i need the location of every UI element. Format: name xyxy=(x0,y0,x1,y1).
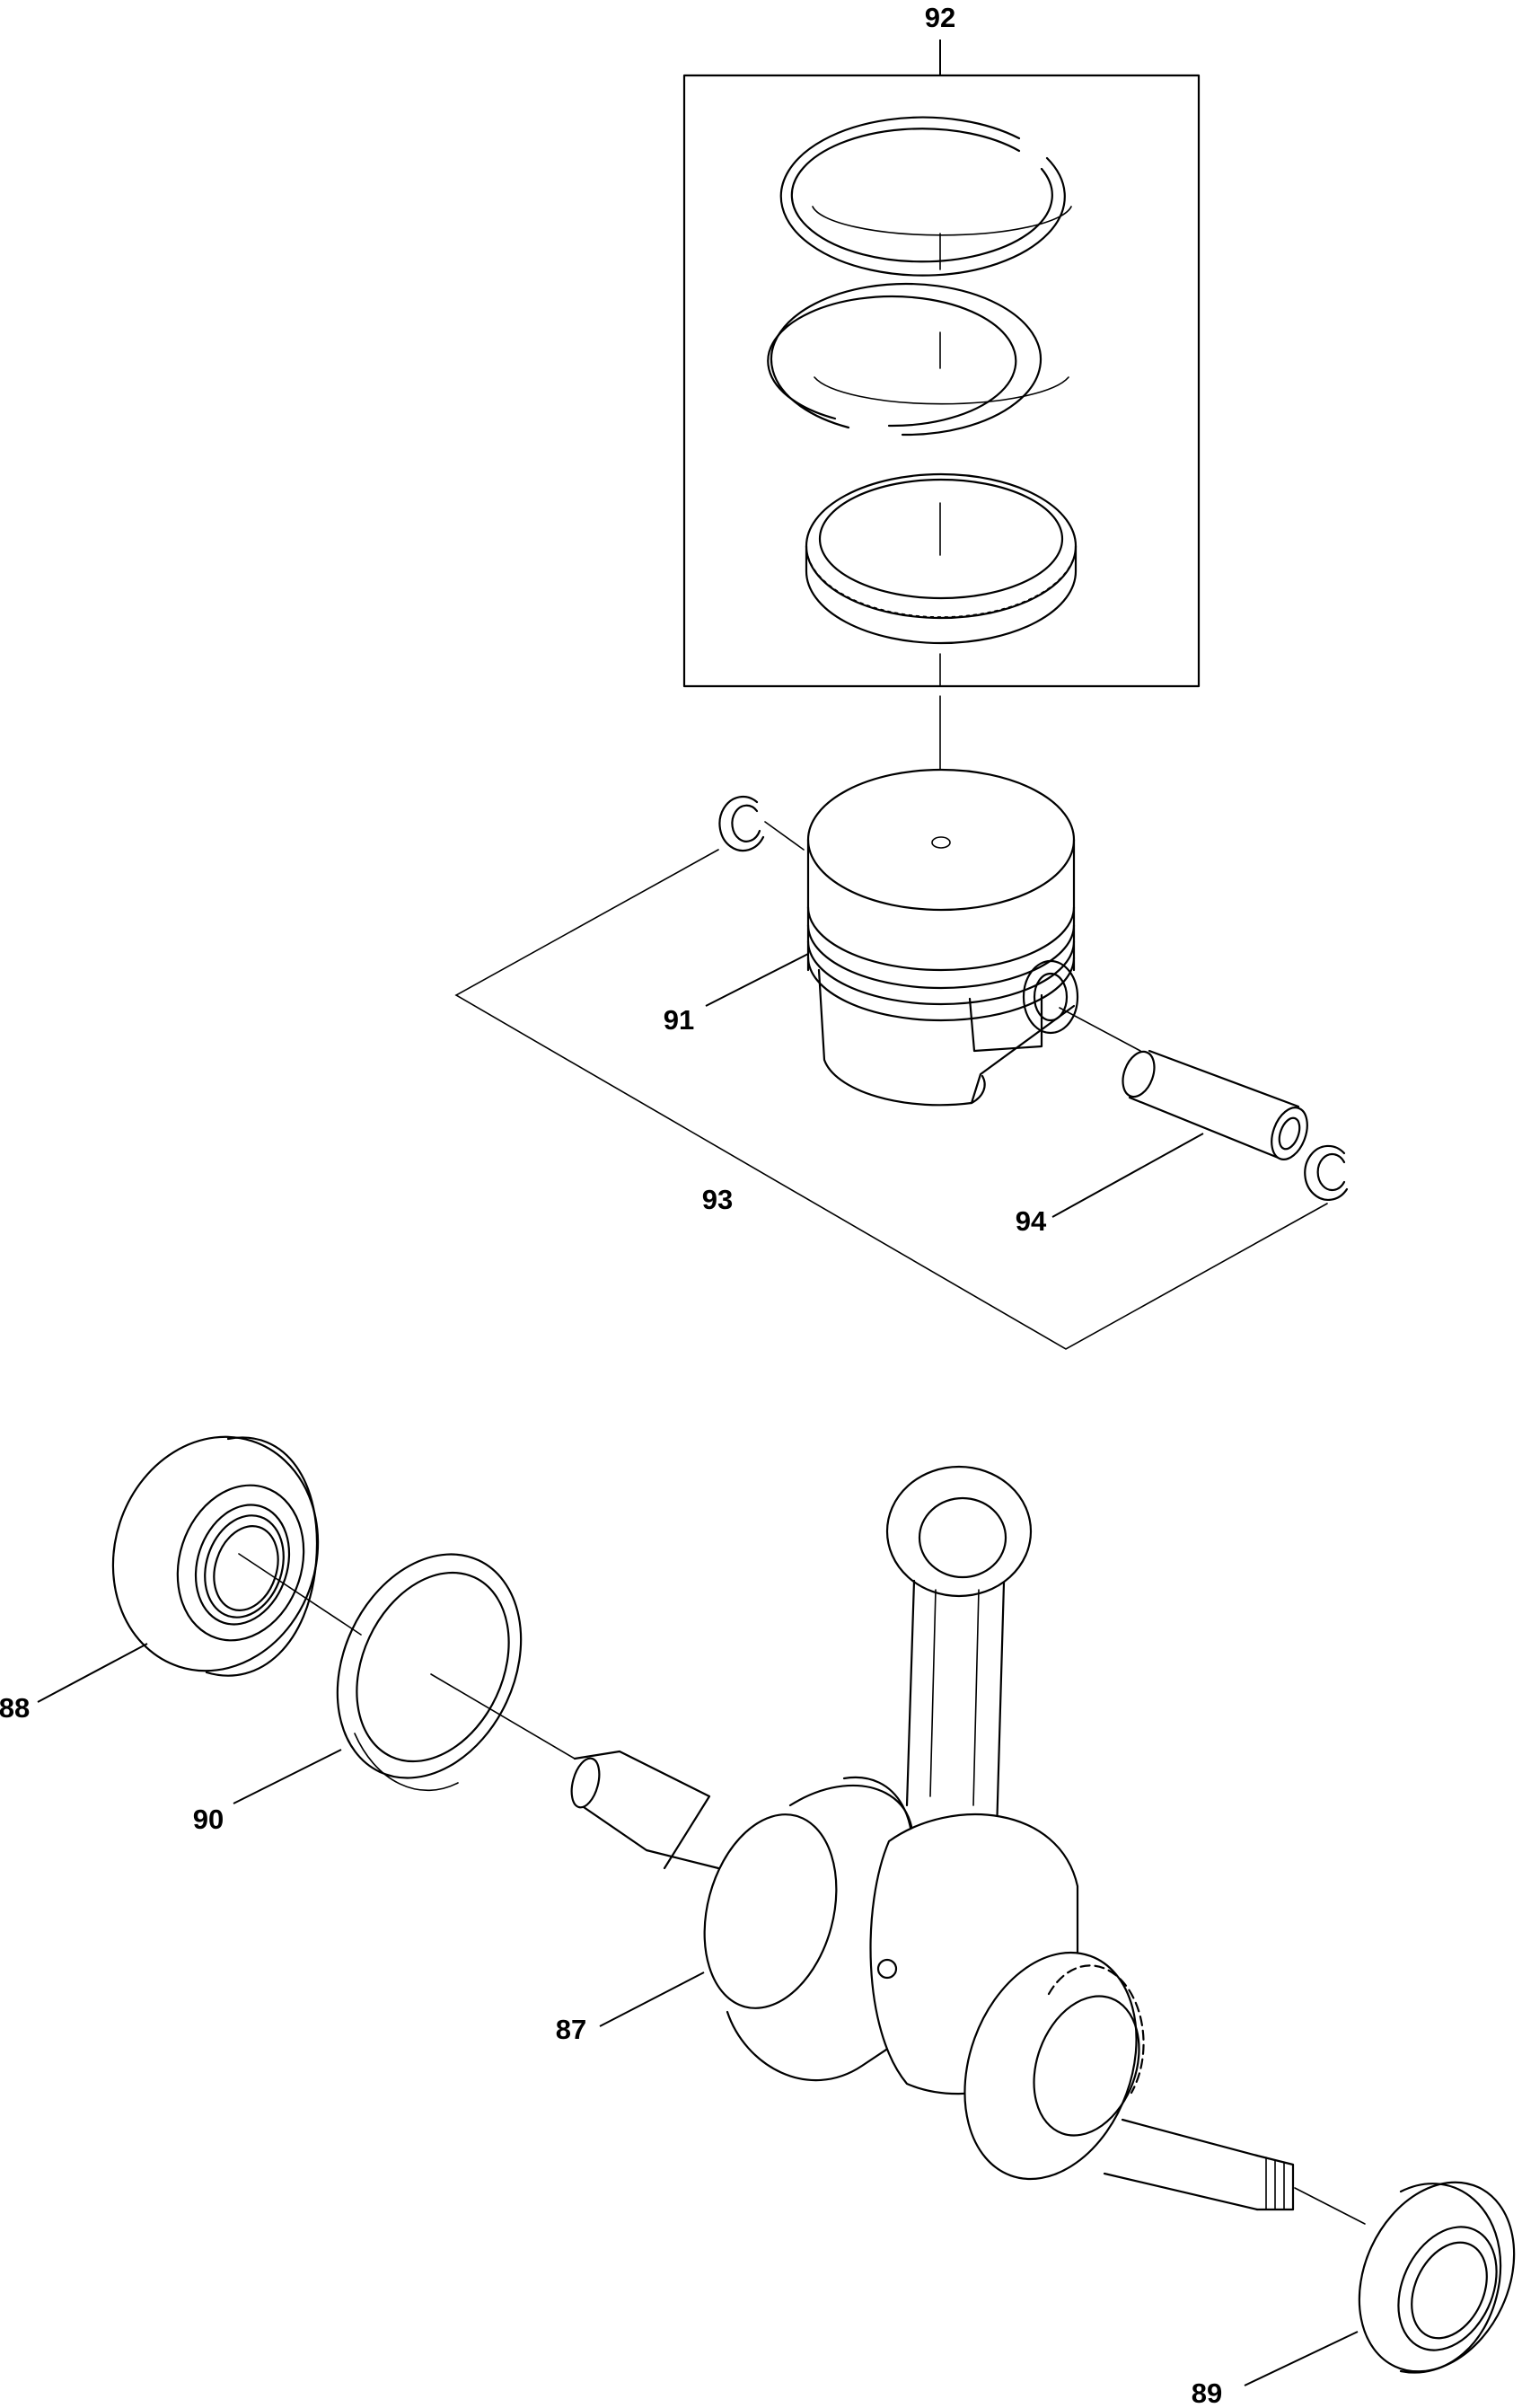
oil-seal-89 xyxy=(1358,2181,1516,2374)
label-89: 89 xyxy=(1192,2377,1222,2408)
label-88: 88 xyxy=(0,1692,30,1724)
leader-90 xyxy=(233,1749,342,1804)
circlip-left xyxy=(718,795,765,852)
washer-90 xyxy=(336,1553,523,1792)
piston-kit-93 xyxy=(454,849,1328,1350)
leader-88 xyxy=(37,1643,148,1703)
label-93: 93 xyxy=(702,1184,733,1215)
label-94: 94 xyxy=(1016,1205,1047,1237)
leader-89 xyxy=(1244,2331,1359,2386)
leader-91 xyxy=(705,953,809,1007)
leader-87 xyxy=(599,1971,705,2027)
piston-ring-middle xyxy=(767,282,1069,437)
label-91: 91 xyxy=(664,1004,694,1036)
crankshaft-87 xyxy=(570,1465,1295,2211)
piston-pin-94 xyxy=(1122,1049,1308,1160)
ring-set-frame xyxy=(682,74,1201,688)
piston-ring-oil xyxy=(805,472,1078,645)
piston-ring-set-92 xyxy=(682,40,1201,688)
piston-91 xyxy=(806,768,1079,1107)
piston-ring-top xyxy=(779,116,1072,277)
kit-outline-93 xyxy=(454,849,1328,1350)
oil-seal-88 xyxy=(111,1435,320,1677)
label-90: 90 xyxy=(193,1804,224,1835)
leader-94 xyxy=(1051,1133,1204,1218)
label-92: 92 xyxy=(925,2,955,33)
circlip-right xyxy=(1304,1144,1349,1202)
label-87: 87 xyxy=(556,2014,586,2045)
